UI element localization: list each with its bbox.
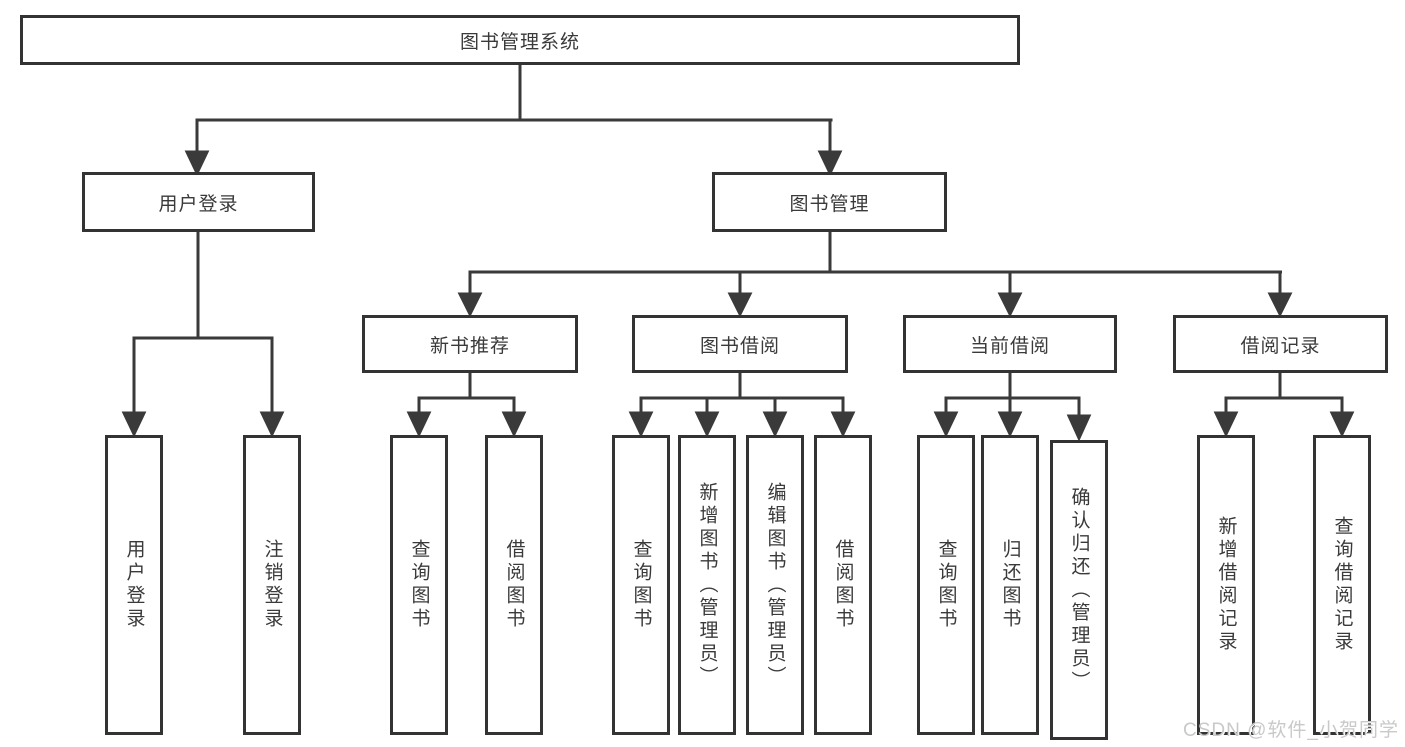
connector-newrec-to-leaves (406, 373, 527, 438)
node-current-borrowing: 当前借阅 (903, 315, 1117, 373)
connector-records-to-leaves (1213, 373, 1355, 438)
leaf-records-add-record: 新增借阅记录 (1197, 435, 1255, 735)
node-new-book-recommendation: 新书推荐 (362, 315, 578, 373)
node-borrowing-records: 借阅记录 (1173, 315, 1388, 373)
node-user-login-group: 用户登录 (82, 172, 315, 232)
leaf-borrow-edit-book-admin: 编辑图书（管理员） (746, 435, 804, 735)
connector-borrow-to-leaves (628, 373, 856, 438)
leaf-borrow-add-book-admin: 新增图书（管理员） (678, 435, 736, 735)
leaf-current-confirm-return-admin: 确认归还（管理员） (1050, 440, 1108, 740)
connector-root-to-level2 (184, 65, 843, 177)
node-root-system: 图书管理系统 (20, 15, 1020, 65)
leaf-borrow-query-book: 查询图书 (612, 435, 670, 735)
leaf-newrec-borrow-book: 借阅图书 (485, 435, 543, 735)
leaf-current-return-book: 归还图书 (981, 435, 1039, 735)
connector-mgmt-to-level3 (457, 232, 1293, 318)
leaf-logout: 注销登录 (243, 435, 301, 735)
node-book-borrowing: 图书借阅 (632, 315, 848, 373)
connector-login-to-leaves (121, 232, 285, 438)
leaf-user-login: 用户登录 (105, 435, 163, 735)
leaf-records-query-record: 查询借阅记录 (1313, 435, 1371, 735)
node-book-management-group: 图书管理 (712, 172, 947, 232)
leaf-current-query-book: 查询图书 (917, 435, 975, 735)
connector-current-to-leaves (933, 373, 1092, 442)
leaf-borrow-borrow-book: 借阅图书 (814, 435, 872, 735)
leaf-newrec-query-book: 查询图书 (390, 435, 448, 735)
csdn-watermark: CSDN @软件_小贺同学 (1183, 720, 1399, 741)
